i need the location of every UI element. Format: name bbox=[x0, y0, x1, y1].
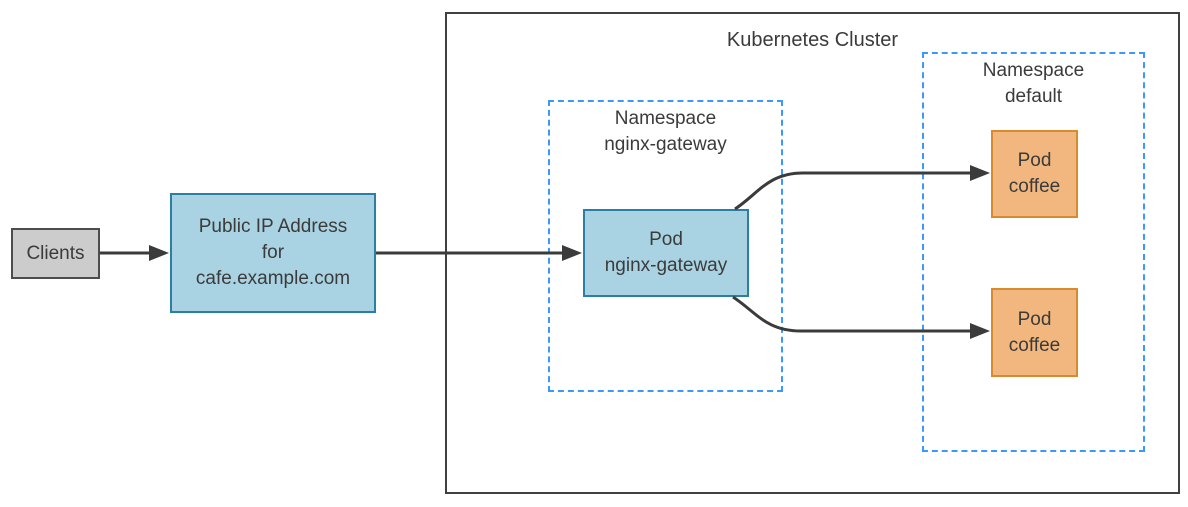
pod-coffee-top-label-line2: coffee bbox=[1008, 176, 1061, 197]
namespace-nginx-gateway-container: Namespace nginx-gateway bbox=[548, 100, 783, 392]
namespace-default-label-line2: default bbox=[1004, 86, 1063, 107]
namespace-nginx-gateway-label-line1: Namespace bbox=[614, 108, 717, 129]
pod-nginx-gateway-node: Pod nginx-gateway bbox=[583, 209, 749, 297]
clients-node: Clients bbox=[11, 228, 100, 279]
kubernetes-cluster-title: Kubernetes Cluster bbox=[726, 29, 899, 51]
pod-nginx-gateway-node-label-line1: Pod bbox=[649, 229, 683, 250]
pod-coffee-bottom-label-line2: coffee bbox=[1008, 334, 1061, 356]
arrowhead-clients-to-public-ip bbox=[149, 245, 169, 261]
namespace-nginx-gateway-label: Namespace nginx-gateway bbox=[550, 102, 781, 158]
pod-nginx-gateway-node-label-line2: nginx-gateway bbox=[604, 255, 728, 276]
pod-coffee-node-top: Pod coffee bbox=[991, 130, 1078, 218]
pod-coffee-bottom-label-line1: Pod bbox=[1017, 308, 1052, 330]
public-ip-node-label-line3: cafe.example.com bbox=[195, 268, 351, 289]
public-ip-node-label-line2: for bbox=[261, 242, 285, 263]
clients-node-label: Clients bbox=[26, 242, 85, 264]
public-ip-node-label-line1: Public IP Address bbox=[198, 216, 348, 237]
namespace-nginx-gateway-label-line2: nginx-gateway bbox=[604, 134, 727, 155]
public-ip-node: Public IP Address for cafe.example.com bbox=[170, 193, 376, 313]
namespace-default-label: Namespace default bbox=[924, 54, 1143, 110]
namespace-default-container: Namespace default bbox=[922, 52, 1145, 452]
namespace-default-label-line1: Namespace bbox=[982, 60, 1085, 81]
pod-coffee-top-label-line1: Pod bbox=[1017, 150, 1052, 171]
pod-coffee-node-bottom: Pod coffee bbox=[991, 288, 1078, 377]
